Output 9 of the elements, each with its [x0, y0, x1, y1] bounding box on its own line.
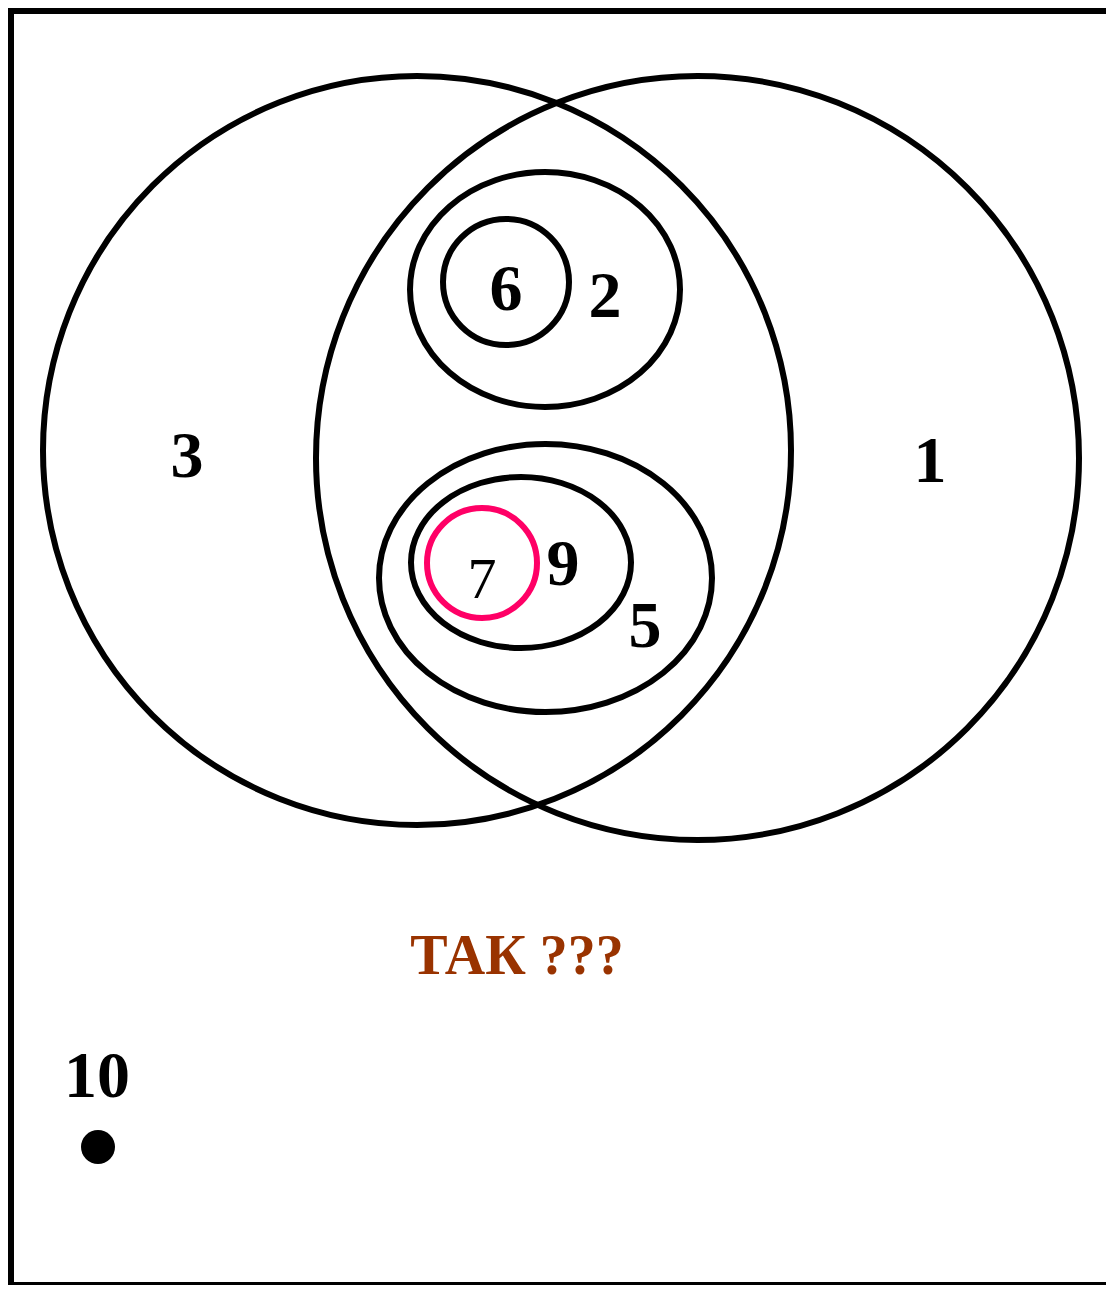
set-number: 6: [489, 255, 523, 321]
note-text: ТАК ???: [410, 927, 624, 983]
set-number: 5: [628, 592, 662, 658]
set-number: 2: [588, 262, 622, 328]
set-number: 7: [467, 550, 497, 608]
set-number: 10: [64, 1042, 130, 1108]
set-number: 9: [546, 530, 580, 596]
set-number: 3: [170, 422, 204, 488]
set-number: 1: [913, 427, 947, 493]
